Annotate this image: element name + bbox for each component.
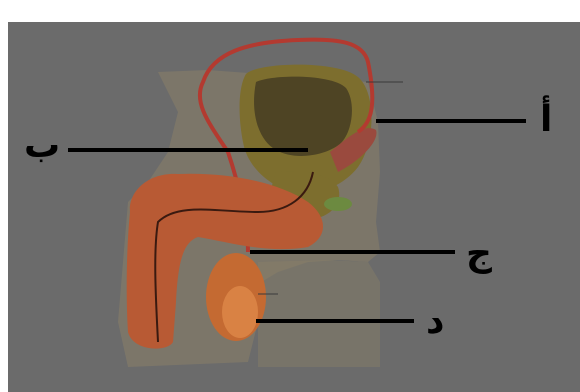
thigh-outline [258,260,380,367]
label-a: أ [540,102,552,138]
label-b: ب [24,128,60,164]
anatomy-illustration [8,22,580,392]
leader-line-b [68,148,308,152]
label-d: د [426,304,444,340]
bulbourethral-gland [324,197,352,211]
leader-line-a [376,119,526,123]
bladder-inner [254,77,352,156]
leader-line-d [256,319,414,323]
label-c: ج [466,236,492,272]
diagram-panel: أ ب ج د [8,22,580,392]
testis-highlight [222,286,258,338]
leader-line-c [250,250,455,254]
